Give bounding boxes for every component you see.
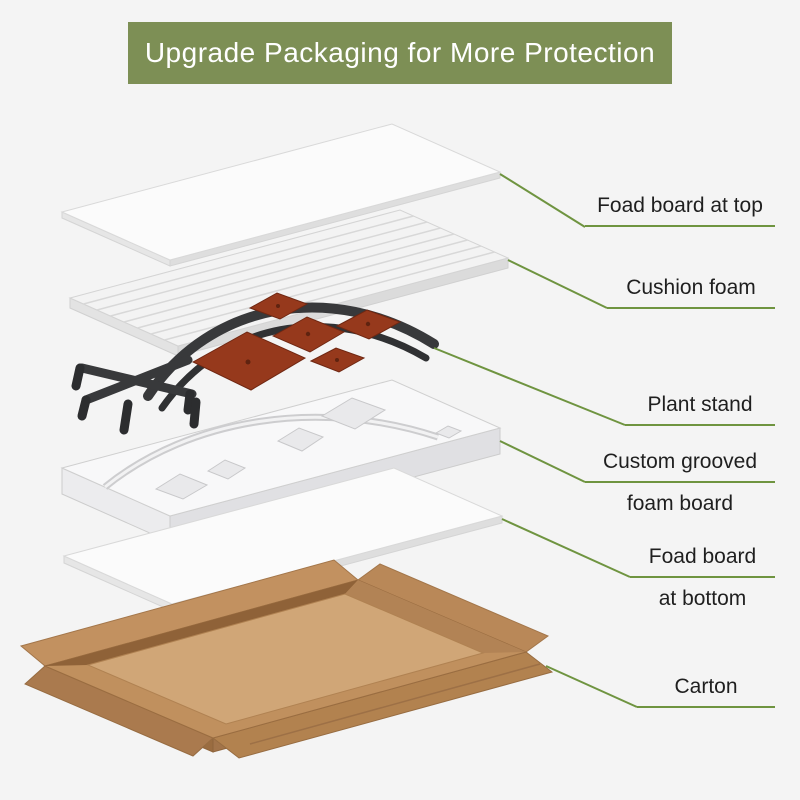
foam-ridge	[83, 215, 414, 305]
groove-cutout	[276, 427, 325, 452]
label-cushion-foam: Cushion foam	[607, 276, 775, 309]
foam-ridge	[110, 227, 441, 317]
label-text: Cushion foam	[607, 276, 775, 309]
platform-screw	[335, 358, 339, 362]
groove-cutout	[434, 425, 463, 439]
leader-foad-board-top	[499, 173, 586, 228]
plant-stand-layer	[71, 292, 439, 435]
foam-ridge	[123, 233, 455, 323]
label-custom-grooved-foam-board: Custom grooved foam board	[585, 450, 775, 516]
carton-inner-bottom	[86, 593, 485, 725]
plant-stand-foot	[183, 389, 195, 415]
platform-screw	[365, 321, 371, 327]
groove-cutout	[320, 397, 387, 430]
foam-ridge	[96, 221, 428, 311]
title-text: Upgrade Packaging for More Protection	[144, 37, 656, 68]
carton-inner-wall-back	[45, 580, 358, 666]
leader-cushion-foam	[507, 259, 608, 309]
board-top-face	[60, 123, 502, 261]
plant-stand-foot	[71, 363, 85, 391]
platform-screw	[305, 331, 311, 337]
label-text: Plant stand	[625, 393, 775, 426]
carton-corrugation	[249, 663, 541, 745]
board-bottom-face	[62, 467, 504, 605]
foam-ridge	[150, 245, 482, 335]
plant-stand-leg	[81, 355, 193, 405]
leader-carton	[545, 665, 638, 708]
platform-screw	[245, 359, 251, 365]
platform-screw	[276, 304, 280, 308]
groove-cutout	[154, 473, 209, 500]
leader-grooved-foam-board	[499, 440, 586, 483]
label-carton: Carton	[637, 675, 775, 708]
carton-inner-wall-right	[345, 580, 526, 653]
leader-foad-board-bottom	[501, 518, 631, 578]
plant-stand-foot	[119, 399, 133, 435]
label-plant-stand: Plant stand	[625, 393, 775, 426]
leader-lines	[433, 173, 638, 708]
groove-arc-highlight	[104, 415, 439, 489]
plant-stand-foot	[189, 397, 201, 429]
label-text: Custom grooved	[585, 450, 775, 483]
label-text: Carton	[637, 675, 775, 708]
leader-plant-stand	[433, 347, 626, 426]
groove-cutout	[206, 459, 247, 480]
foam-ridge	[137, 239, 468, 329]
label-text: at bottom	[658, 587, 747, 610]
title-banner: Upgrade Packaging for More Protection	[128, 22, 672, 84]
carton-layer	[19, 559, 554, 759]
foad-board-top-layer	[60, 123, 502, 267]
label-foad-board-top: Foad board at top	[585, 194, 775, 227]
plant-stand-foot	[77, 395, 91, 421]
label-text: foam board	[626, 492, 734, 515]
label-foad-board-bottom: Foad board at bottom	[630, 545, 775, 611]
plant-stand-inner-rail	[158, 323, 430, 412]
label-text: Foad board	[630, 545, 775, 578]
label-text: Foad board at top	[585, 194, 775, 227]
